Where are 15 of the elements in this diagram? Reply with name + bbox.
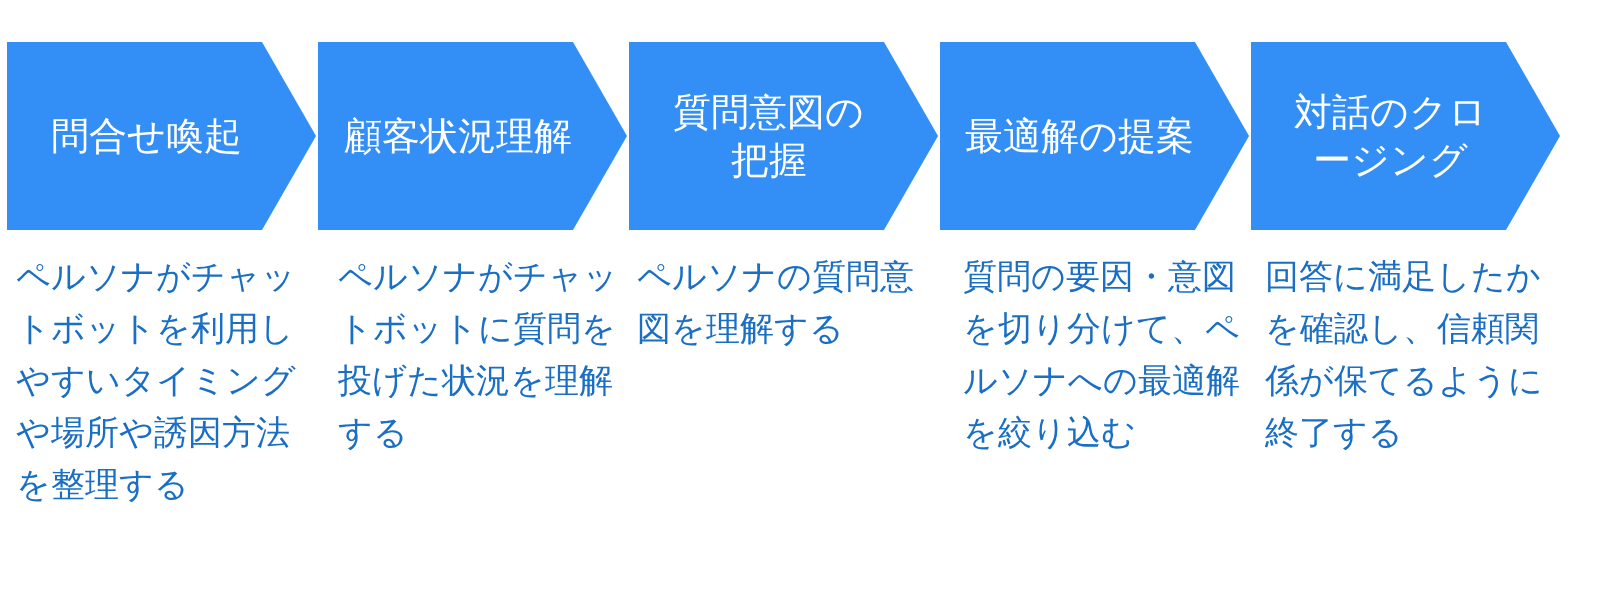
chevron-step	[7, 42, 316, 230]
chevron-step	[318, 42, 627, 230]
step-description: 質問の要因・意図を切り分けて、ペルソナへの最適解を絞り込む	[963, 256, 1241, 453]
step-title: 質問意図の把握	[672, 90, 865, 183]
step-title: 対話のクロージング	[1293, 90, 1488, 183]
step-title: 最適解の提案	[965, 114, 1195, 159]
step-title: 問合せ喚起	[51, 114, 243, 159]
chevron-step	[940, 42, 1249, 230]
step-title: 顧客状況理解	[343, 114, 573, 159]
step-description: ペルソナがチャットボットを利用しやすいタイミングや場所や誘因方法を整理する	[16, 256, 296, 505]
step-description: ペルソナがチャットボットに質問を投げた状況を理解する	[338, 256, 618, 453]
chevron-step	[1251, 42, 1560, 230]
step-description: ペルソナの質問意図を理解する	[637, 256, 915, 349]
step-description: 回答に満足したかを確認し、信頼関係が保てるように終了する	[1265, 256, 1544, 453]
chevron-step	[629, 42, 938, 230]
